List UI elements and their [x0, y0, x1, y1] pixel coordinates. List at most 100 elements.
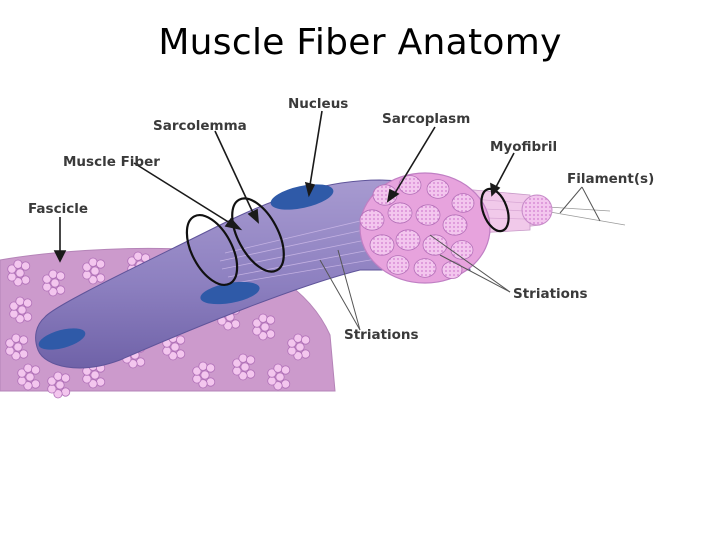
cell — [265, 329, 276, 339]
cell — [267, 368, 277, 378]
cell — [30, 365, 41, 375]
cell — [238, 371, 248, 381]
slide-title: Muscle Fiber Anatomy — [158, 22, 562, 63]
cell — [133, 251, 143, 261]
myofibril-end — [359, 209, 385, 231]
cell — [17, 376, 27, 386]
cell — [15, 268, 25, 278]
myofibril-end — [442, 214, 468, 236]
cell — [47, 384, 57, 394]
myofibril-end — [426, 179, 450, 199]
cell — [300, 349, 311, 359]
cell — [280, 365, 291, 375]
cell — [42, 282, 52, 292]
cell — [23, 381, 33, 391]
cell — [13, 342, 23, 352]
cell — [82, 374, 92, 384]
cell — [42, 274, 52, 284]
cell — [15, 296, 25, 306]
cell — [240, 362, 250, 372]
cell — [90, 370, 100, 380]
cell — [23, 312, 33, 322]
label-striations-right: Striations — [513, 286, 588, 302]
nucleus-1 — [270, 184, 334, 210]
myofibril-end — [415, 204, 441, 226]
cell — [88, 275, 98, 285]
cell — [176, 335, 186, 345]
cell — [252, 326, 262, 336]
cell — [287, 338, 297, 348]
cell — [9, 301, 19, 311]
cell — [265, 315, 276, 325]
cell — [223, 321, 233, 331]
cell — [13, 277, 23, 287]
cell — [60, 387, 71, 397]
cell — [82, 270, 92, 280]
nucleus-2 — [200, 281, 260, 305]
cell — [17, 305, 27, 315]
cell — [82, 262, 92, 272]
cell — [25, 372, 35, 382]
cell — [275, 372, 285, 382]
cell — [7, 272, 17, 282]
cell — [9, 309, 19, 319]
cell — [90, 266, 100, 276]
cell — [88, 379, 98, 389]
cell — [238, 353, 248, 363]
cell — [162, 346, 172, 356]
cell — [246, 355, 256, 365]
cell — [267, 376, 277, 386]
fiber-cross-section — [359, 172, 491, 284]
label-nucleus: Nucleus — [288, 96, 348, 112]
cell — [55, 285, 66, 295]
cell — [200, 370, 210, 380]
myofibril-end — [386, 255, 410, 275]
cell — [206, 377, 216, 387]
cell — [206, 363, 216, 373]
cell — [232, 366, 242, 376]
cell — [23, 363, 33, 373]
cell — [295, 342, 305, 352]
label-myofibril: Myofibril — [490, 139, 557, 155]
myofibril-end — [422, 234, 448, 256]
cell — [168, 351, 178, 361]
cell — [19, 349, 29, 359]
cell — [17, 368, 27, 378]
cell — [127, 256, 137, 266]
myofibril-end — [450, 240, 474, 260]
cell — [5, 346, 15, 356]
cell — [96, 377, 106, 387]
nuclei — [38, 184, 334, 350]
myofibril-end — [387, 202, 413, 224]
cell — [260, 322, 270, 332]
cell — [48, 269, 58, 279]
cell — [30, 379, 41, 389]
cell — [21, 275, 31, 285]
cell — [23, 298, 33, 308]
cell — [55, 380, 65, 390]
cell — [96, 273, 106, 283]
cell — [15, 314, 25, 324]
label-striations-bottom: Striations — [344, 327, 419, 343]
cell — [293, 351, 303, 361]
cell — [13, 259, 23, 269]
myofibril-end — [451, 193, 475, 213]
nucleus-3 — [38, 328, 86, 350]
label-sarcolemma: Sarcolemma — [153, 118, 247, 134]
cell — [246, 369, 256, 379]
cell — [21, 261, 31, 271]
cell — [96, 259, 106, 269]
myofibril-end — [395, 229, 421, 251]
cell — [192, 374, 202, 384]
cell — [300, 335, 311, 345]
pointer-lines — [53, 110, 515, 263]
cell — [88, 257, 98, 267]
cell — [293, 333, 303, 343]
cell — [7, 264, 17, 274]
cell — [11, 333, 21, 343]
myofibril-end — [398, 175, 422, 195]
cell — [60, 373, 71, 383]
cell — [55, 271, 66, 281]
myofibril-end — [413, 258, 437, 278]
cell — [50, 278, 60, 288]
